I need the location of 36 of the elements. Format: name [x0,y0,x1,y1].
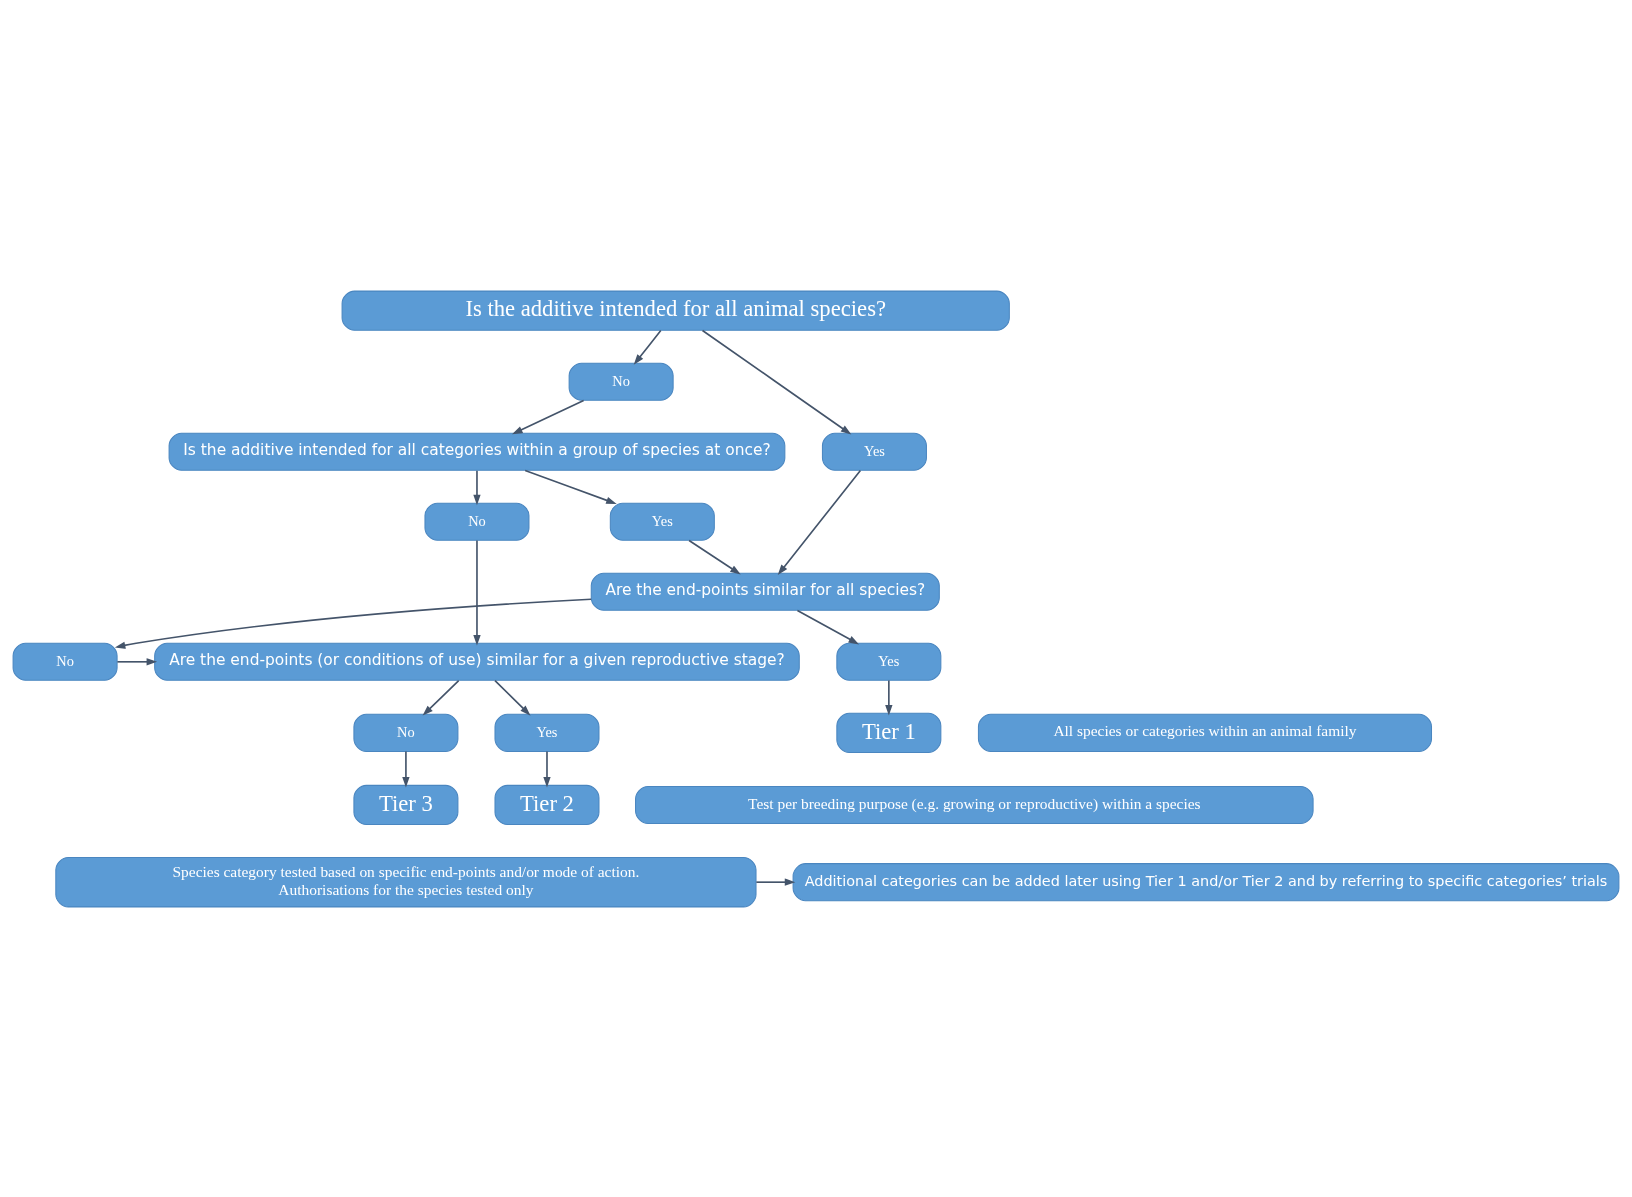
arrow [885,679,893,715]
node-box: Species category tested based on specific end-points and/or mode of action. Authorisations for the species tested only [55,856,757,907]
node-box: Tier 3 [353,784,459,825]
node-box: Are the end-points (or conditions of use) similar for a given reproductive stage? [154,642,800,681]
node-box: Is the additive intended for all categories within a group of species at once? [168,432,786,471]
node-box: Tier 2 [494,784,600,825]
arrow [422,679,460,716]
arrow [701,329,852,435]
node-box: Tier 1 [836,712,942,753]
arrow [524,469,617,504]
node-box: All species or categories within an animal family [977,713,1432,752]
arrow [114,597,592,649]
node-box: Yes [836,642,942,681]
arrow [777,469,862,575]
node-box: Additional categories can be added later using Tier 1 and/or Tier 2 and by referring to specific categories’ trials [792,862,1620,901]
arrow [543,750,551,788]
arrow [402,750,410,788]
arrow [633,329,662,365]
arrow [494,679,531,716]
node-box: Test per breeding purpose (e.g. growing or reproductive) within a species [635,785,1314,824]
node-box: Yes [494,713,600,752]
arrow [755,878,796,886]
node-box: Yes [609,502,715,541]
node-box: Yes [821,432,927,471]
node-box: No [12,642,118,681]
arrow [512,399,585,434]
arrow [473,469,481,505]
node-box: No [568,362,674,401]
arrow [796,609,860,644]
node-box: No [424,502,530,541]
node-box: No [353,713,459,752]
arrow [116,657,158,665]
arrow [473,539,481,646]
node-box: Are the end-points similar for all species? [590,572,940,611]
node-box: Is the additive intended for all animal species? [341,290,1010,331]
arrow [688,539,741,575]
